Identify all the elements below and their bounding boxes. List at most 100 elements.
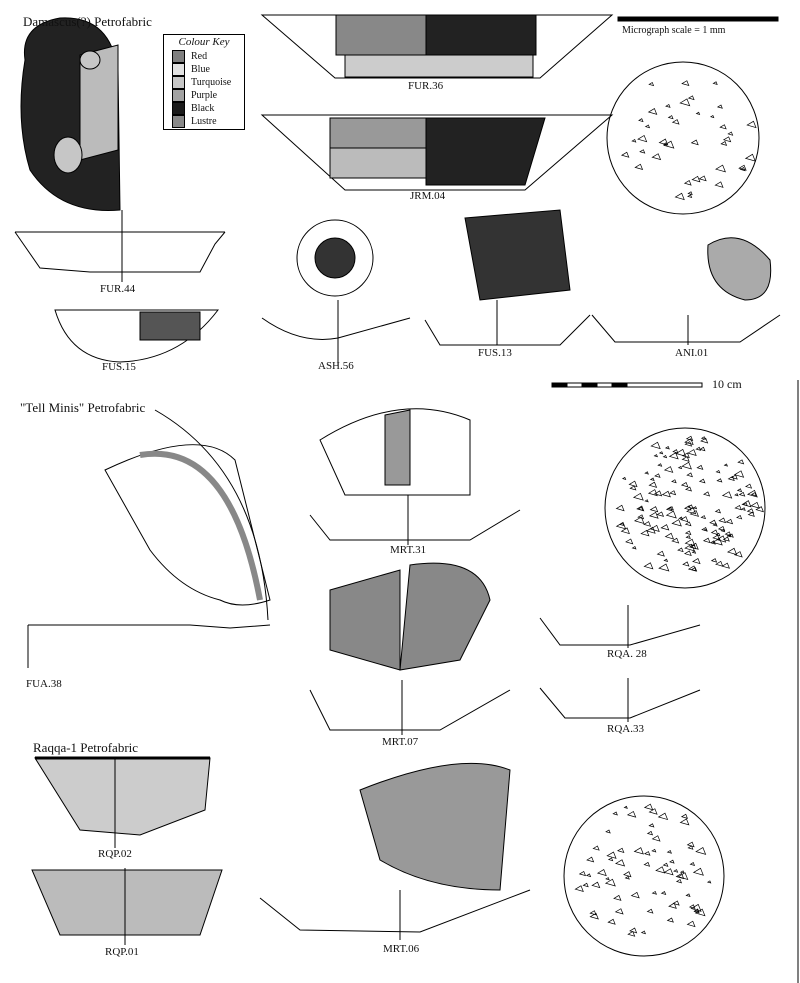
inclusion-fragment [679,870,685,874]
inclusion-fragment [671,479,677,484]
inclusion-fragment [716,535,727,543]
inclusion-fragment [733,551,743,558]
inclusion-fragment [681,461,692,470]
inclusion-fragment [679,98,691,107]
inclusion-fragment [614,859,626,867]
profile-mrt06 [259,889,531,933]
inclusion-fragment [649,524,660,532]
sherd-mrt06 [359,762,511,891]
inclusion-fragment [684,543,695,552]
inclusion-fragment [644,124,651,129]
inclusion-fragment [700,515,707,520]
inclusion-fragment [648,81,655,87]
label-rqp01: RQP.01 [105,946,139,958]
inclusion-fragment [740,507,746,511]
inclusion-fragment [746,120,757,129]
inclusion-fragment [656,511,665,517]
inclusion-fragment [673,869,679,873]
inclusion-fragment [686,472,693,478]
inclusion-fragment [614,908,624,915]
inclusion-fragment [699,446,706,452]
inclusion-fragment [722,536,730,542]
inclusion-fragment [684,486,693,492]
inclusion-fragment [727,533,734,538]
inclusion-fragment [687,95,695,101]
inclusion-fragment [671,519,682,527]
label-fur44: FUR.44 [100,283,136,295]
inclusion-fragment [674,192,685,201]
inclusion-fragment [643,861,651,867]
inclusion-fragment [662,454,668,459]
inclusion-fragment [680,813,689,819]
inclusion-fragment [692,558,701,565]
inclusion-fragment [671,537,680,544]
inclusion-fragment [715,164,726,173]
inclusion-fragment [643,521,652,527]
inclusion-fragment [733,470,745,478]
inclusion-fragment [680,516,689,523]
inclusion-fragment [687,194,693,199]
inclusion-fragment [721,491,733,499]
inclusion-fragment [645,526,656,534]
sherd-fur44 [20,17,121,211]
inclusion-fragment [715,469,721,474]
inclusion-fragment [681,452,690,459]
inclusion-fragment [644,471,649,475]
profile-rqa33 [539,687,701,719]
inclusion-fragment [709,540,716,545]
inclusion-fragment [677,872,689,880]
sherd-mrt07-right [399,562,491,671]
micrograph-3 [563,795,725,957]
inclusion-fragment [684,538,696,547]
inclusion-fragment [722,136,732,143]
inclusion-fragment [666,917,674,923]
inclusion-fragment [638,118,644,123]
inclusion-fragment [607,918,616,925]
inclusion-fragment [612,811,618,816]
inclusion-fragment [737,459,745,465]
inclusion-fragment [718,517,727,524]
inclusion-fragment [726,534,731,538]
section-title-tell-minis: "Tell Minis" Petrofabric [20,400,146,415]
inclusion-fragment [689,862,696,866]
inclusion-fragment [621,476,627,481]
inclusion-fragment [625,538,634,545]
inclusion-fragment [658,563,670,572]
inclusion-fragment [669,859,675,864]
inclusion-fragment [692,867,704,876]
inclusion-fragment [675,878,683,884]
inclusion-fragment [636,505,645,512]
inclusion-fragment [586,856,595,863]
inclusion-fragment [663,466,674,473]
inclusion-fragment [677,465,683,470]
inclusion-fragment [672,449,679,454]
inclusion-fragment [736,514,743,520]
inclusion-fragment [649,506,659,513]
inclusion-fragment [649,477,655,482]
inclusion-fragment [653,490,663,497]
inclusion-fragment [632,492,644,501]
inclusion-fragment [634,163,644,171]
inclusion-fragment [615,521,627,530]
inclusion-fragment [712,81,718,86]
sherd-ani01 [707,237,772,301]
inclusion-fragment [663,140,675,149]
inclusion-fragment [631,139,637,143]
inclusion-fragment [654,473,661,478]
inclusion-fragment [628,480,638,488]
inclusion-fragment [648,481,658,488]
inclusion-fragment [700,437,709,444]
inclusion-fragment [629,485,637,491]
key-item-purple: Purple [172,89,244,102]
inclusion-fragment [755,506,764,513]
label-rqp02: RQP.02 [98,848,132,860]
inclusion-fragment [578,870,587,877]
inclusion-fragment [606,851,617,859]
inclusion-fragment [686,920,696,928]
inclusion-fragment [605,829,611,834]
inclusion-fragment [657,812,669,821]
inclusion-fragment [672,900,680,906]
inclusion-fragment [747,489,758,498]
inclusion-fragment [712,534,721,541]
inclusion-fragment [665,103,671,108]
